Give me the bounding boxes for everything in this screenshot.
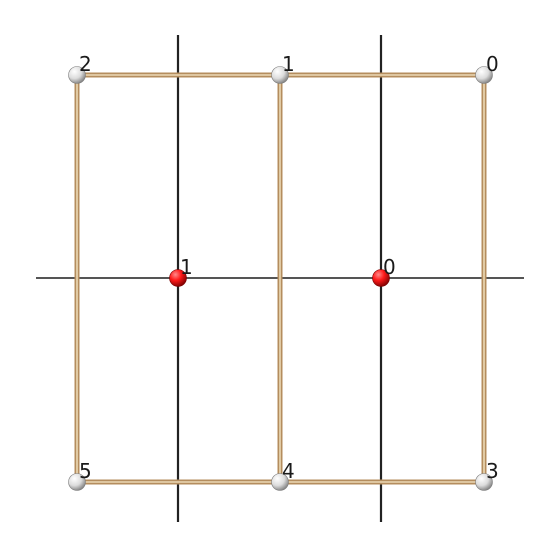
white-atom-sphere — [271, 66, 289, 84]
white-atom-label: 5 — [79, 459, 92, 483]
white-atom-sphere — [68, 473, 86, 491]
white-atom-2: 2 — [68, 52, 92, 84]
white-atom-sphere — [475, 66, 493, 84]
bonds — [74, 72, 487, 485]
white-atom-label: 0 — [486, 52, 499, 76]
white-atom-1: 1 — [271, 52, 295, 84]
white-atom-label: 1 — [282, 52, 295, 76]
red-atom-label: 1 — [180, 255, 193, 279]
red-atom-sphere — [372, 269, 390, 287]
white-atom-3: 3 — [475, 459, 499, 491]
white-atom-sphere — [475, 473, 493, 491]
white-atom-label: 4 — [282, 459, 295, 483]
red-atom-sphere — [169, 269, 187, 287]
red-atom-label: 0 — [383, 255, 396, 279]
white-atom-5: 5 — [68, 459, 92, 491]
white-atom-sphere — [271, 473, 289, 491]
red-atoms: 01 — [169, 255, 396, 287]
red-atom-1: 1 — [169, 255, 193, 287]
white-atom-label: 3 — [486, 459, 499, 483]
red-atom-0: 0 — [372, 255, 396, 287]
white-atom-0: 0 — [475, 52, 499, 84]
white-atom-4: 4 — [271, 459, 295, 491]
white-atom-sphere — [68, 66, 86, 84]
white-atom-label: 2 — [79, 52, 92, 76]
